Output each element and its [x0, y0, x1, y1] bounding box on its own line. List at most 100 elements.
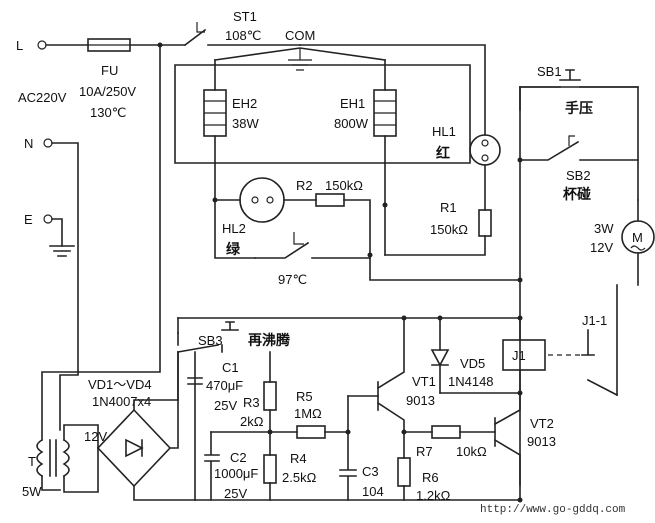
heater-housing [174, 64, 471, 164]
relay-contact-j1-1: J1-1 [548, 284, 619, 397]
indicator-lamp-hl1: HL1 红 [299, 44, 501, 166]
motor-power: 3W [594, 221, 614, 236]
diode-vd5: VD5 1N4148 [430, 317, 494, 394]
com-bus [214, 47, 386, 61]
heater-eh1: EH1 800W [334, 89, 397, 137]
heater-eh2: EH2 38W [203, 89, 259, 137]
transformer-secondary: 12V [84, 429, 107, 444]
relay-coil-j1: J1 [502, 317, 546, 401]
r2-value: 150kΩ [325, 178, 363, 193]
neutral-wire [51, 142, 79, 431]
c2-voltage: 25V [224, 486, 247, 501]
capacitor-c2: C2 1000μF 25V [204, 431, 258, 501]
r2-ref: R2 [296, 178, 313, 193]
eh2-ref: EH2 [232, 96, 257, 111]
resistor-r4: R4 2.5kΩ [263, 431, 317, 501]
r5-ref: R5 [296, 389, 313, 404]
watermark: http://www.go-gddq.com [480, 504, 626, 516]
transformer-ref: T [28, 454, 36, 469]
thermostat-97: 97℃ [254, 232, 371, 287]
bridge-rectifier: VD1～VD4 1N4007x4 [88, 351, 196, 501]
r7-ref: R7 [416, 444, 433, 459]
eh1-ref: EH1 [340, 96, 365, 111]
eh2-power: 38W [232, 116, 259, 131]
resistor-r5: R5 1MΩ [294, 389, 326, 439]
switch-sb1: SB1 手压 [519, 64, 639, 117]
terminal-n: N [24, 136, 53, 151]
bridge-part: 1N4007x4 [92, 394, 151, 409]
c2-value: 1000μF [214, 466, 258, 481]
j1-ref: J1 [512, 348, 526, 363]
r1-ref: R1 [440, 200, 457, 215]
r4-ref: R4 [290, 451, 307, 466]
r3-value: 2kΩ [240, 414, 264, 429]
c3-value: 104 [362, 484, 384, 499]
fuse-temp: 130℃ [90, 105, 126, 120]
r5-value: 1MΩ [294, 406, 322, 421]
line-to-transformer [41, 44, 161, 441]
r4-value: 2.5kΩ [282, 470, 317, 485]
indicator-lamp-hl2: HL2 绿 [214, 177, 317, 258]
transformer-t: T 12V 5W [22, 424, 107, 499]
supply-label: AC220V [18, 90, 67, 105]
hl1-ref: HL1 [432, 124, 456, 139]
hl2-color: 绿 [226, 241, 241, 258]
c1-ref: C1 [222, 360, 239, 375]
resistor-r7: R7 10kΩ [403, 425, 496, 459]
bridge-ref: VD1～VD4 [88, 377, 152, 392]
eh1-power: 800W [334, 116, 369, 131]
capacitor-c3: C3 104 [339, 395, 384, 501]
switch-sb3: SB3 再沸腾 [177, 321, 291, 353]
hl1-color: 红 [436, 145, 450, 162]
motor-voltage: 12V [590, 240, 613, 255]
sb1-desc: 手压 [565, 100, 593, 117]
fuse-rating: 10A/250V [79, 84, 136, 99]
fuse-ref: FU [101, 63, 118, 78]
st1-ref: ST1 [233, 9, 257, 24]
sb3-desc: 再沸腾 [248, 332, 291, 349]
sb2-ref: SB2 [566, 168, 591, 183]
transistor-vt1: VT1 9013 [376, 317, 436, 433]
vt2-ref: VT2 [530, 416, 554, 431]
c1-value: 470μF [206, 378, 243, 393]
switch-sb2: SB2 杯碰 [519, 135, 639, 203]
r3-ref: R3 [243, 395, 260, 410]
hl2-ref: HL2 [222, 221, 246, 236]
earth-ground-symbol [49, 218, 75, 257]
r1-return [384, 235, 486, 256]
terminal-l-label: L [16, 38, 23, 53]
c3-ref: C3 [362, 464, 379, 479]
terminal-l: L [16, 38, 47, 53]
terminal-e-label: E [24, 212, 33, 227]
r6-ref: R6 [422, 470, 439, 485]
resistor-r6: R6 1.2kΩ [397, 431, 451, 503]
vt1-part: 9013 [406, 393, 435, 408]
r2-wire [343, 199, 371, 256]
terminal-n-label: N [24, 136, 33, 151]
sb1-ref: SB1 [537, 64, 562, 79]
j1-1-label: J1-1 [582, 313, 607, 328]
thermostat-st1: ST1 108℃ [159, 9, 301, 47]
r1-value: 150kΩ [430, 222, 468, 237]
motor-m: M 3W 12V [590, 220, 655, 255]
r6-value: 1.2kΩ [416, 488, 451, 503]
r7-value: 10kΩ [456, 444, 487, 459]
motor-feed [369, 254, 521, 281]
terminal-e: E [24, 212, 53, 227]
vd5-ref: VD5 [460, 356, 485, 371]
transistor-vt2: VT2 9013 [493, 399, 556, 501]
capacitor-c1: C1 470μF 25V [187, 360, 243, 413]
resistor-r2: R2 150kΩ [296, 178, 363, 207]
chassis-ground-symbol [288, 48, 312, 71]
fuse-fu: FU 10A/250V 130℃ [79, 38, 136, 120]
resistor-r3: R3 2kΩ [240, 381, 277, 429]
thermostat-97-label: 97℃ [278, 272, 307, 287]
motor-symbol: M [632, 230, 643, 245]
sb2-desc: 杯碰 [563, 186, 591, 203]
vt1-ref: VT1 [412, 374, 436, 389]
com-label: COM [285, 28, 315, 43]
c1-voltage: 25V [214, 398, 237, 413]
vt2-part: 9013 [527, 434, 556, 449]
resistor-r1: R1 150kΩ [430, 200, 492, 237]
